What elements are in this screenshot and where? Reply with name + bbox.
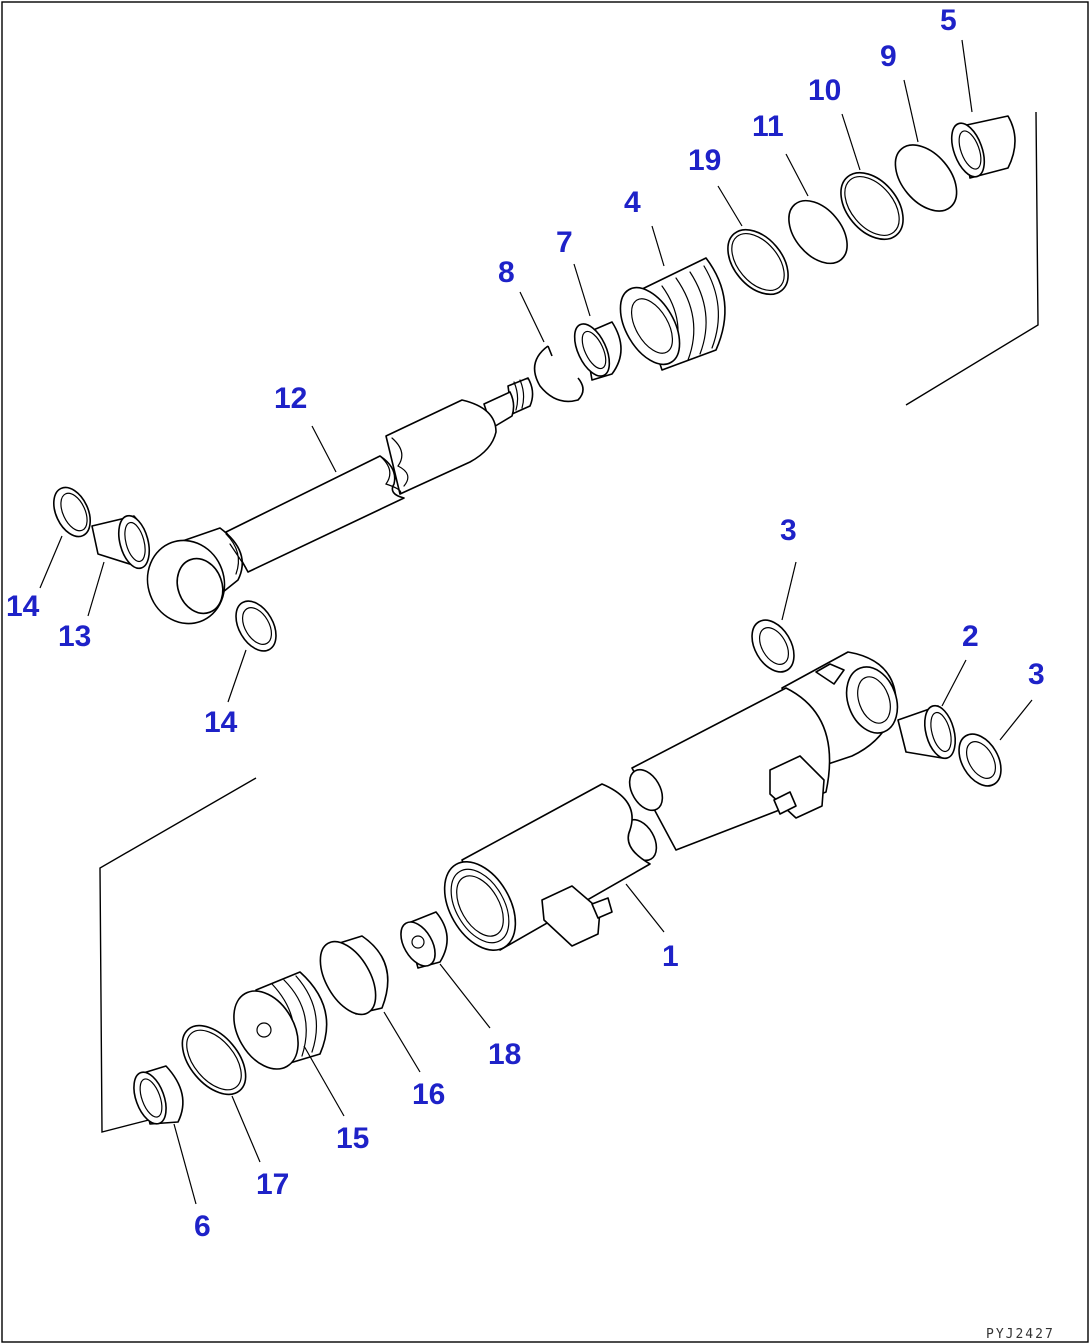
part-17-ring <box>181 1024 247 1096</box>
callout-8: 8 <box>498 256 515 289</box>
part-8-snap-ring <box>533 345 584 403</box>
part-9-ring <box>894 144 958 212</box>
callout-13: 13 <box>58 620 91 653</box>
callout-2: 2 <box>962 620 979 653</box>
lower-group-bracket <box>99 777 257 1133</box>
callout-9: 9 <box>880 40 897 73</box>
callout-15: 15 <box>336 1122 369 1155</box>
part-14-dust-seal-left <box>53 486 91 538</box>
callout-4: 4 <box>624 186 641 219</box>
part-16-wear-ring <box>319 935 389 1016</box>
part-10-ring <box>840 171 904 241</box>
drawing-code: PYJ2427 <box>986 1327 1055 1342</box>
callout-14-lower: 14 <box>204 706 238 739</box>
part-3-dust-seal-upper <box>751 619 795 673</box>
upper-group-bracket <box>905 111 1039 406</box>
leader-lines <box>39 39 1033 1205</box>
callout-18: 18 <box>488 1038 521 1071</box>
part-6-bushing <box>133 1065 184 1125</box>
callout-14-left: 14 <box>6 590 40 623</box>
callout-5: 5 <box>940 4 957 37</box>
part-4-gland <box>619 257 726 371</box>
callout-16: 16 <box>412 1078 445 1111</box>
part-18-nut <box>400 911 448 969</box>
part-7-bushing <box>573 321 622 381</box>
part-2-bushing <box>897 704 957 760</box>
part-5-bushing <box>950 115 1016 179</box>
part-12-piston-rod <box>146 377 534 625</box>
part-19-ring <box>727 228 789 296</box>
part-14-dust-seal-right <box>235 600 277 652</box>
callout-19: 19 <box>688 144 721 177</box>
callout-3-right: 3 <box>1028 658 1045 691</box>
callout-17: 17 <box>256 1168 289 1201</box>
callout-6: 6 <box>194 1210 211 1243</box>
callout-12: 12 <box>274 382 307 415</box>
callout-3-upper: 3 <box>780 514 797 547</box>
part-11-ring <box>788 199 848 265</box>
part-1-cylinder <box>443 651 899 951</box>
callout-1: 1 <box>662 940 679 973</box>
part-3-dust-seal-right <box>958 733 1002 787</box>
part-13-bushing <box>91 514 151 570</box>
callout-11: 11 <box>752 110 784 143</box>
callout-7: 7 <box>556 226 573 259</box>
callout-10: 10 <box>808 74 841 107</box>
part-15-piston <box>233 971 328 1070</box>
